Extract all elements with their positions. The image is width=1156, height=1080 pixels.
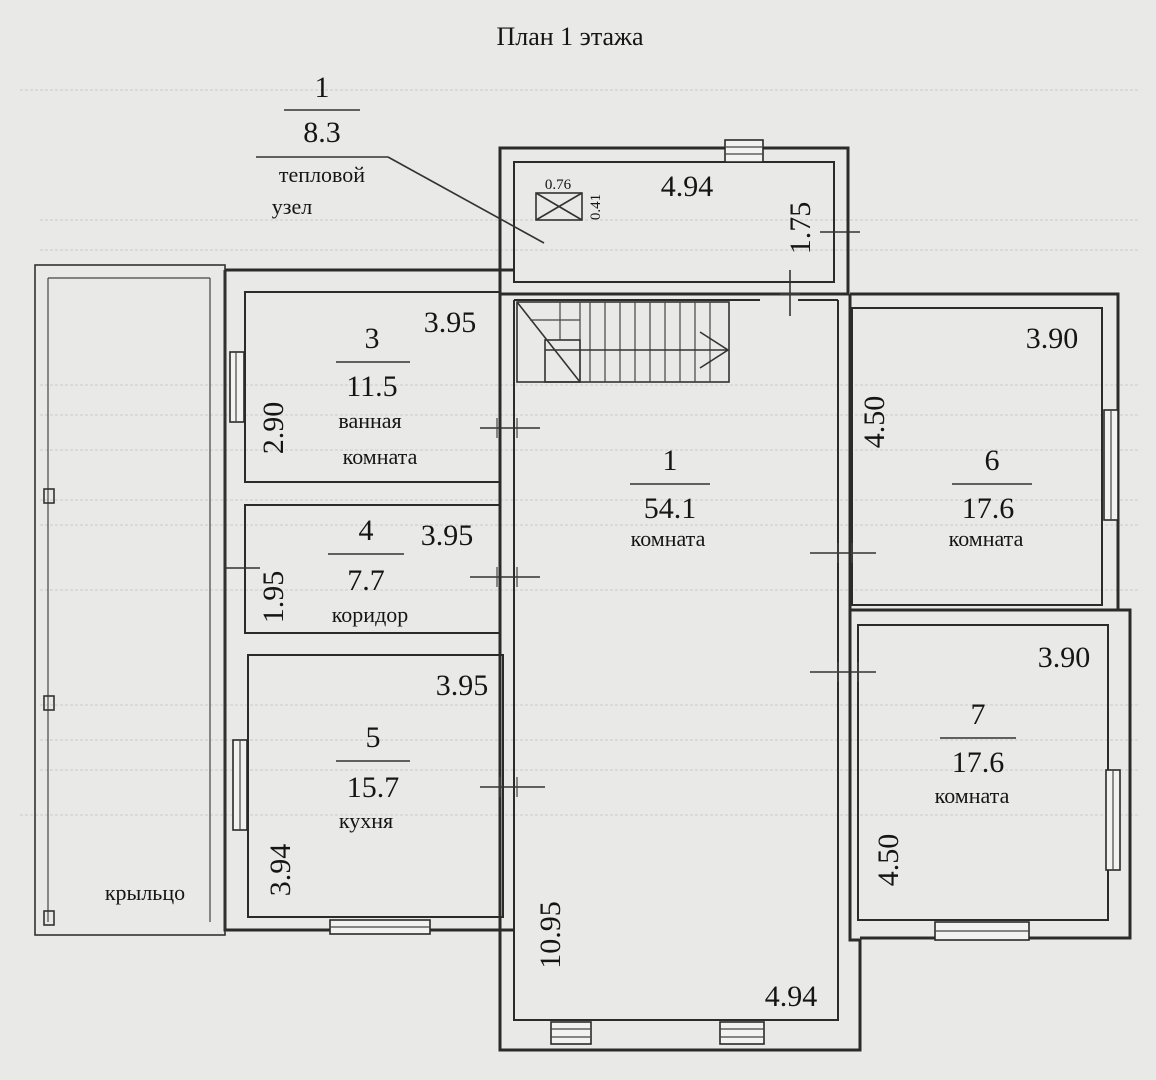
room-3-name-line1: ванная (338, 408, 401, 433)
room-6-label: 6 17.6 комната (949, 444, 1032, 551)
porch-walls (34, 264, 226, 936)
equipment-box: 0.76 0.41 (535, 177, 604, 221)
room-6-depth: 4.50 (858, 396, 891, 449)
room-4-width: 3.95 (421, 519, 474, 552)
room-1-width: 4.94 (765, 980, 818, 1013)
room-1-label: 1 54.1 комната (630, 444, 710, 551)
room-3-name-line2: комната (343, 444, 418, 469)
room-7-width: 3.90 (1038, 641, 1091, 674)
room-6-width: 3.90 (1026, 322, 1079, 355)
room-7-number: 7 (971, 698, 986, 731)
porch-label: крыльцо (105, 880, 185, 905)
room-5-name: кухня (339, 808, 393, 833)
room-5-width: 3.95 (436, 669, 489, 702)
room-4-name: коридор (332, 602, 409, 627)
door-marks (225, 231, 876, 797)
room-5-area: 15.7 (347, 771, 400, 804)
room-3-area: 11.5 (346, 370, 397, 403)
room-7-name: комната (935, 783, 1010, 808)
room-1-length: 10.95 (534, 901, 567, 969)
room-2-walls (498, 139, 850, 296)
room-3-width: 3.95 (424, 306, 477, 339)
room-6-area: 17.6 (962, 492, 1015, 525)
box-height: 0.41 (588, 194, 604, 220)
box-width: 0.76 (545, 177, 572, 193)
room-6-name: комната (949, 526, 1024, 551)
staircase (516, 301, 730, 383)
room-3-number: 3 (365, 322, 380, 355)
room-6-number: 6 (985, 444, 1000, 477)
room-1-name: комната (631, 526, 706, 551)
room-5-label: 5 15.7 кухня (336, 721, 410, 833)
room-2-name-line2: узел (272, 194, 312, 219)
room-7-label: 7 17.6 комната (935, 698, 1016, 808)
room-3-label: 3 11.5 ванная комната (336, 322, 418, 469)
room-5-depth: 3.94 (264, 844, 297, 897)
room-7-depth: 4.50 (872, 834, 905, 887)
room-4-label: 4 7.7 коридор (328, 514, 408, 627)
room-1-walls (498, 294, 862, 1052)
room-1-area: 54.1 (644, 492, 697, 525)
room-4-area: 7.7 (347, 564, 385, 597)
plan-title: План 1 этажа (496, 22, 644, 51)
room-2-area: 8.3 (303, 116, 341, 149)
room-2-depth: 1.75 (784, 202, 817, 255)
right-wing-walls (850, 292, 1132, 941)
room-2-name-line1: тепловой (279, 162, 365, 187)
room-7-area: 17.6 (952, 746, 1005, 779)
room-3-depth: 2.90 (257, 402, 290, 455)
room-4-number: 4 (359, 514, 374, 547)
background-scan-lines (20, 89, 1140, 816)
room-4-depth: 1.95 (257, 571, 290, 624)
room-2-label: 1 8.3 тепловой узел (256, 71, 545, 244)
room-2-number: 1 (315, 71, 330, 104)
room-5-number: 5 (366, 721, 381, 754)
room-2-width: 4.94 (661, 170, 714, 203)
room-1-number: 1 (663, 444, 678, 477)
